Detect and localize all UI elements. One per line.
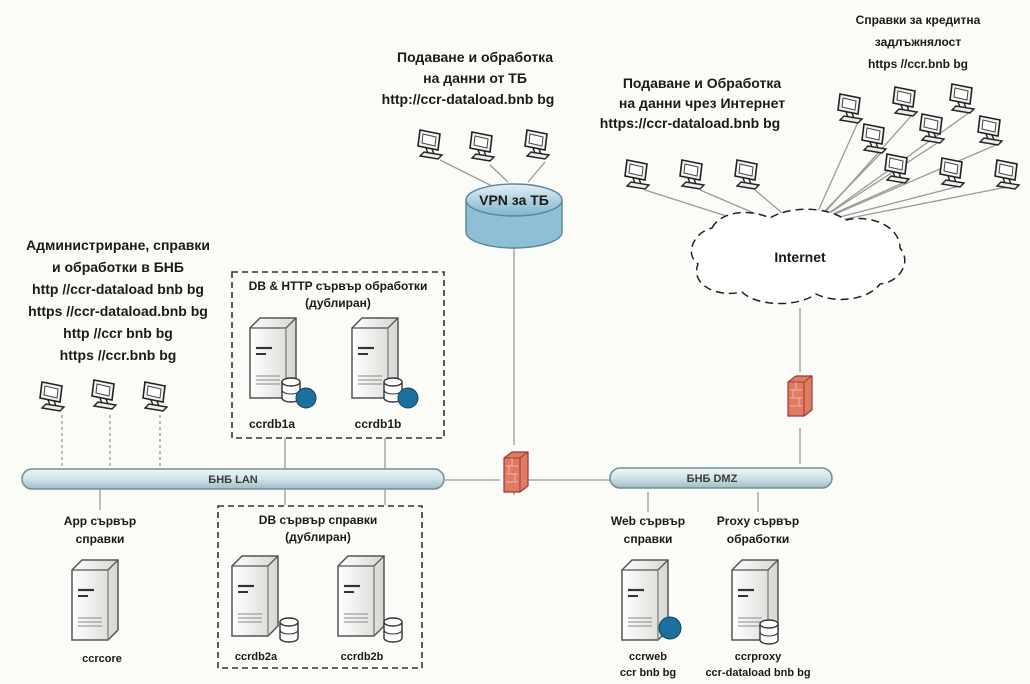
computer-icon — [919, 113, 945, 144]
server-ccrdb1a-name: ccrdb1a — [249, 417, 295, 431]
internet-workstations — [624, 159, 760, 190]
computer-icon — [624, 159, 650, 190]
db-query-title-2: (дублиран) — [285, 530, 351, 544]
lan-bus: БНБ LAN — [21, 468, 445, 490]
admin-title-1: Администриране, справки — [26, 237, 210, 253]
proxy-server: Proxy сървър обработки ccrproxy ccr-data… — [705, 514, 810, 679]
credit-title-1: Справки за кредитна — [856, 13, 981, 27]
db-badge-icon — [658, 616, 682, 640]
dmz-bus: БНБ DMZ — [609, 467, 833, 489]
connection-lines — [61, 111, 1013, 512]
web-server: Web сървър справки ccrweb ccr bnb bg — [611, 514, 685, 679]
database-icon — [279, 617, 299, 643]
computer-icon — [977, 115, 1003, 146]
tb-data-url: http://ccr-dataload.bnb bg — [382, 91, 555, 107]
internet-cloud: Internet — [690, 208, 906, 305]
db-badge-icon — [397, 387, 419, 409]
computer-icon — [417, 129, 443, 160]
tb-workstations — [417, 129, 550, 162]
admin-url-4: https //ccr.bnb bg — [60, 347, 177, 363]
server-ccrdb1b-name: ccrdb1b — [355, 417, 402, 431]
computer-icon — [142, 381, 168, 412]
group-credit: Справки за кредитна задлъжнялост https /… — [856, 13, 981, 71]
group-tb-data: Подаване и обработка на данни от ТБ http… — [382, 49, 555, 107]
computer-icon — [469, 131, 495, 162]
computer-icon — [939, 157, 965, 188]
dmz-label: БНБ DMZ — [687, 473, 738, 485]
lan-label: БНБ LAN — [208, 474, 257, 486]
internet-label: Internet — [774, 249, 826, 265]
proxy-server-name-2: ccr-dataload bnb bg — [705, 667, 810, 679]
vpn-label: VPN за ТБ — [479, 192, 549, 208]
db-http-title-2: (дублиран) — [305, 296, 371, 310]
server-ccrdb2b-name: ccrdb2b — [341, 651, 384, 663]
database-icon — [383, 617, 403, 643]
firewall-icon — [787, 375, 813, 417]
group-admin: Администриране, справки и обработки в БН… — [26, 237, 210, 363]
proxy-server-name-1: ccrproxy — [735, 651, 782, 663]
app-server: App сървър справки ccrcore — [64, 514, 136, 665]
admin-url-3: http //ccr bnb bg — [63, 325, 173, 341]
computer-icon — [837, 93, 863, 124]
app-server-title-1: App сървър — [64, 514, 136, 528]
server-ccrdb2a-name: ccrdb2a — [235, 651, 278, 663]
group-internet-data: Подаване и Обработка на данни чрез Интер… — [600, 75, 785, 131]
admin-url-2: https //ccr-dataload.bnb bg — [28, 303, 208, 319]
server-icon — [70, 558, 120, 642]
computer-icon — [524, 129, 550, 160]
computer-icon — [91, 379, 117, 410]
firewall-icon — [503, 451, 529, 493]
computer-icon — [39, 381, 65, 412]
credit-title-2: задлъжнялост — [875, 35, 962, 49]
web-server-name-1: ccrweb — [629, 651, 667, 663]
computer-icon — [861, 123, 887, 154]
internet-data-title-2: на данни чрез Интернет — [619, 95, 785, 111]
tb-data-title-1: Подаване и обработка — [397, 49, 553, 65]
proxy-server-title-1: Proxy сървър — [717, 514, 799, 528]
internet-data-title-1: Подаване и Обработка — [623, 75, 782, 91]
computer-icon — [679, 159, 705, 190]
app-server-title-2: справки — [76, 532, 125, 546]
computer-icon — [994, 159, 1020, 190]
db-badge-icon — [295, 387, 317, 409]
proxy-server-title-2: обработки — [727, 532, 789, 546]
db-query-cluster: DB сървър справки (дублиран) ccrdb2a ccr… — [217, 505, 423, 669]
db-http-cluster: DB & HTTP сървър обработки (дублиран) cc… — [231, 271, 445, 439]
database-icon — [759, 619, 779, 645]
admin-title-2: и обработки в БНБ — [52, 259, 184, 275]
computer-icon — [884, 153, 910, 184]
server-icon — [230, 554, 280, 638]
internet-data-url: https://ccr-dataload.bnb bg — [600, 115, 780, 131]
web-server-name-2: ccr bnb bg — [620, 667, 676, 679]
tb-data-title-2: на данни от ТБ — [423, 70, 527, 86]
computer-icon — [949, 83, 975, 114]
computer-icon — [734, 159, 760, 190]
admin-url-1: http //ccr-dataload bnb bg — [32, 281, 204, 297]
computer-icon — [892, 86, 918, 117]
vpn-node: VPN за ТБ — [465, 183, 563, 249]
db-query-title-1: DB сървър справки — [259, 513, 377, 527]
web-server-title-1: Web сървър — [611, 514, 685, 528]
admin-workstations — [39, 379, 168, 412]
web-server-title-2: справки — [624, 532, 673, 546]
credit-url: https //ccr.bnb bg — [868, 57, 968, 71]
app-server-name: ccrcore — [82, 653, 122, 665]
server-icon — [336, 554, 386, 638]
db-http-title-1: DB & HTTP сървър обработки — [249, 279, 428, 293]
